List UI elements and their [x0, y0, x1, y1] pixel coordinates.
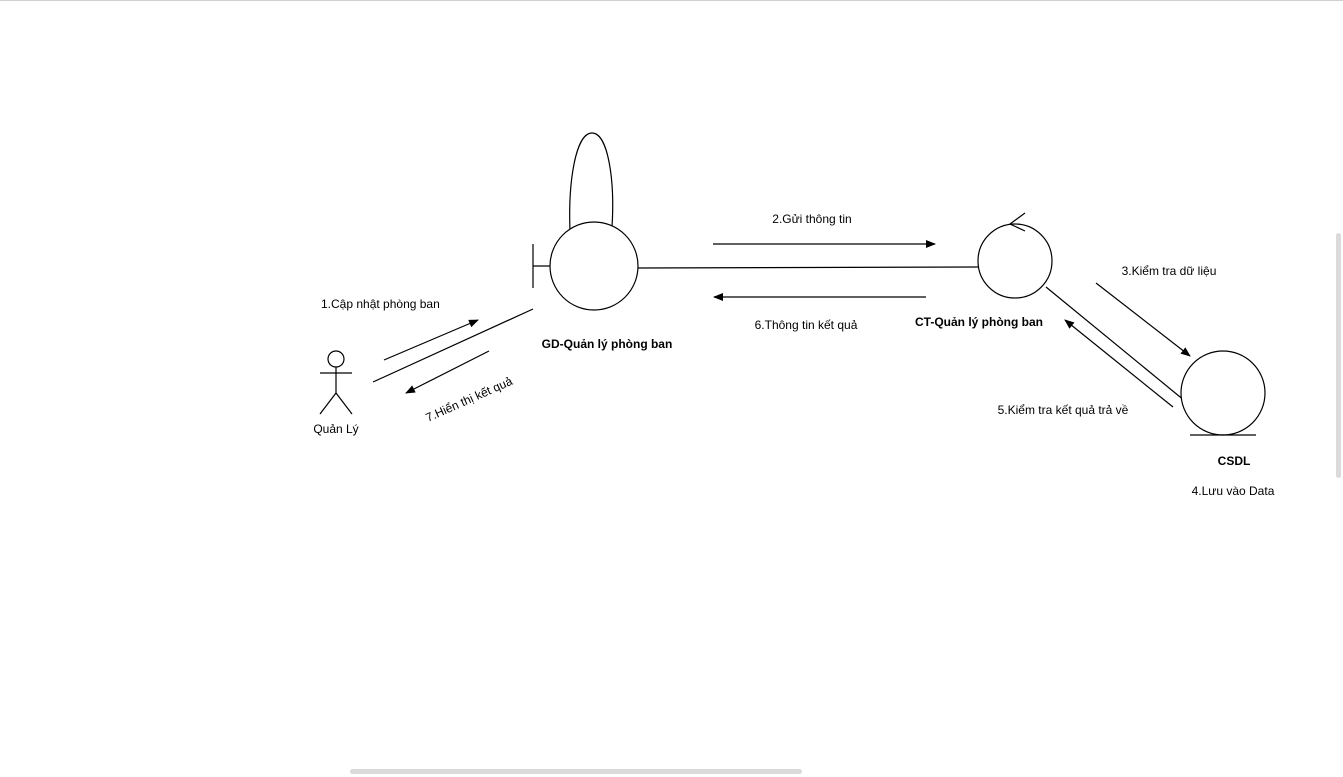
boundary-label: GD-Quản lý phòng ban [542, 337, 673, 351]
self-loop [569, 132, 614, 232]
horizontal-scrollbar[interactable] [350, 769, 802, 774]
actor-right-leg [335, 392, 353, 415]
control-arrowhead [1008, 212, 1026, 232]
control-ct-quan-ly-phong-ban[interactable]: CT-Quản lý phòng ban [915, 212, 1053, 329]
message-1-label: 1.Cập nhật phòng ban [321, 297, 440, 311]
vertical-scrollbar[interactable] [1336, 233, 1341, 478]
link-boundary-control [637, 266, 979, 269]
actor-left-leg [319, 392, 337, 415]
actor-quan-ly[interactable]: Quản Lý [313, 350, 359, 436]
message-7-label: 7.Hiển thị kết quả [424, 374, 515, 425]
entity-label: CSDL [1218, 454, 1251, 468]
message-3-arrow [1095, 282, 1191, 357]
message-3-label: 3.Kiểm tra dữ liệu [1122, 264, 1217, 278]
message-7-arrow [405, 350, 490, 394]
message-1-arrow [383, 319, 479, 361]
entity-circle [1180, 350, 1266, 436]
boundary-circle [549, 221, 639, 311]
control-label: CT-Quản lý phòng ban [915, 315, 1043, 329]
boundary-gd-quan-ly-phong-ban[interactable]: GD-Quản lý phòng ban [532, 132, 673, 351]
link-control-entity [1045, 286, 1186, 402]
message-4-label: 4.Lưu vào Data [1192, 484, 1275, 498]
message-5-arrow [1064, 319, 1174, 408]
message-2-label: 2.Gửi thông tin [772, 212, 851, 226]
actor-head [327, 350, 345, 368]
message-5-label: 5.Kiểm tra kết quả trả về [998, 403, 1129, 417]
entity-csdl[interactable]: CSDL [1180, 350, 1266, 468]
message-6-label: 6.Thông tin kết quả [755, 318, 858, 332]
link-actor-boundary [372, 308, 534, 383]
actor-label: Quản Lý [313, 422, 358, 436]
control-circle [977, 223, 1053, 299]
window-top-border [0, 0, 1343, 1]
